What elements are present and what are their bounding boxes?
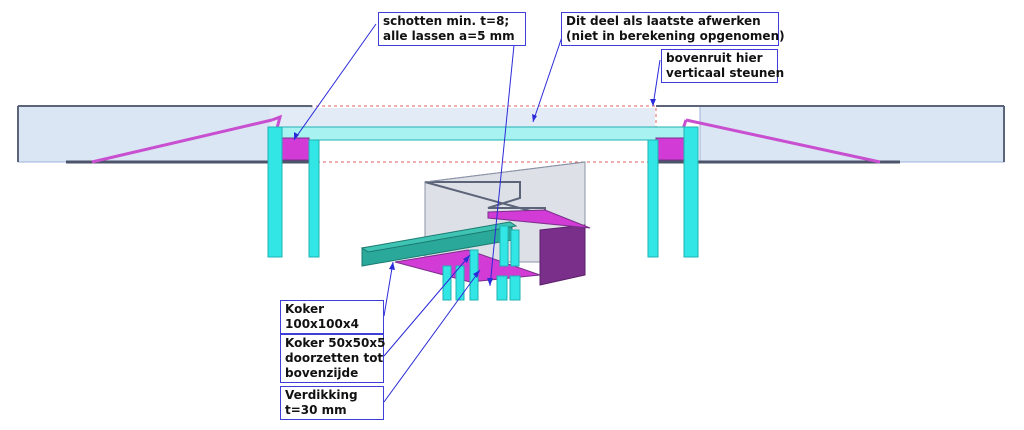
small-post-6 <box>499 225 509 267</box>
leader-schotten-long-arrow <box>487 278 493 286</box>
grey-box-top-edge <box>424 161 586 183</box>
annotation-verdikking: Verdikking t=30 mm <box>280 386 384 420</box>
left-column-inner <box>308 139 320 258</box>
cyan-top-beam <box>275 126 699 141</box>
leader-koker50 <box>383 254 471 357</box>
annotation-koker50-line2: doorzetten tot <box>285 351 384 365</box>
left-diagonal-brace <box>91 118 273 164</box>
leader-koker50-arrow <box>463 255 470 263</box>
leader-verdikking <box>383 269 481 403</box>
small-post-4 <box>496 275 508 301</box>
annotation-laatste: Dit deel als laatste afwerken (niet in b… <box>561 12 785 46</box>
annotation-verdikking-line2: t=30 mm <box>285 403 347 417</box>
leader-bovenruit-arrow <box>650 99 656 106</box>
leader-koker100-arrow <box>389 262 395 270</box>
right-diagonal-brace <box>685 118 881 164</box>
annotation-koker100: Koker 100x100x4 <box>280 300 384 334</box>
small-post-2 <box>455 265 465 301</box>
annotation-koker100-line2: 100x100x4 <box>285 317 359 331</box>
leader-schotten-arrow <box>294 132 299 140</box>
teal-beam-top <box>360 221 518 253</box>
small-post-1 <box>442 265 452 301</box>
annotation-bovenruit-line1: bovenruit hier <box>666 51 763 65</box>
leader-schotten-long <box>489 34 516 287</box>
upper-magenta-plate <box>487 209 591 229</box>
annotation-bovenruit: bovenruit hier verticaal steunen <box>661 49 785 83</box>
leader-laatste <box>532 27 566 123</box>
leader-verdikking-arrow <box>473 270 480 278</box>
annotation-koker50-line3: bovenzijde <box>285 366 359 380</box>
left-column-outer <box>267 126 283 258</box>
annotation-schotten-line2: alle lassen a=5 mm <box>383 29 515 43</box>
purple-box <box>539 224 586 286</box>
right-column-inner <box>647 139 659 258</box>
small-post-5 <box>509 275 521 301</box>
annotation-laatste-line1: Dit deel als laatste afwerken <box>566 14 761 28</box>
leader-laatste-arrow <box>532 114 537 122</box>
annotation-verdikking-line1: Verdikking <box>285 388 358 402</box>
annotation-koker100-line1: Koker <box>285 302 325 316</box>
leader-schotten <box>293 23 377 141</box>
leader-koker100 <box>383 261 394 317</box>
annotation-laatste-line2: (niet in berekening opgenomen) <box>566 29 785 43</box>
leader-bovenruit <box>652 59 661 107</box>
left-bulkhead <box>280 137 310 161</box>
annotation-koker50-line1: Koker 50x50x5 <box>285 336 386 350</box>
annotation-schotten-line1: schotten min. t=8; <box>383 14 510 28</box>
annotation-bovenruit-line2: verticaal steunen <box>666 66 785 80</box>
right-column-outer <box>683 126 699 258</box>
annotation-schotten: schotten min. t=8; alle lassen a=5 mm <box>378 12 526 46</box>
annotation-koker50: Koker 50x50x5 doorzetten tot bovenzijde <box>280 334 386 383</box>
right-bulkhead <box>655 137 685 161</box>
small-post-7 <box>510 229 520 267</box>
